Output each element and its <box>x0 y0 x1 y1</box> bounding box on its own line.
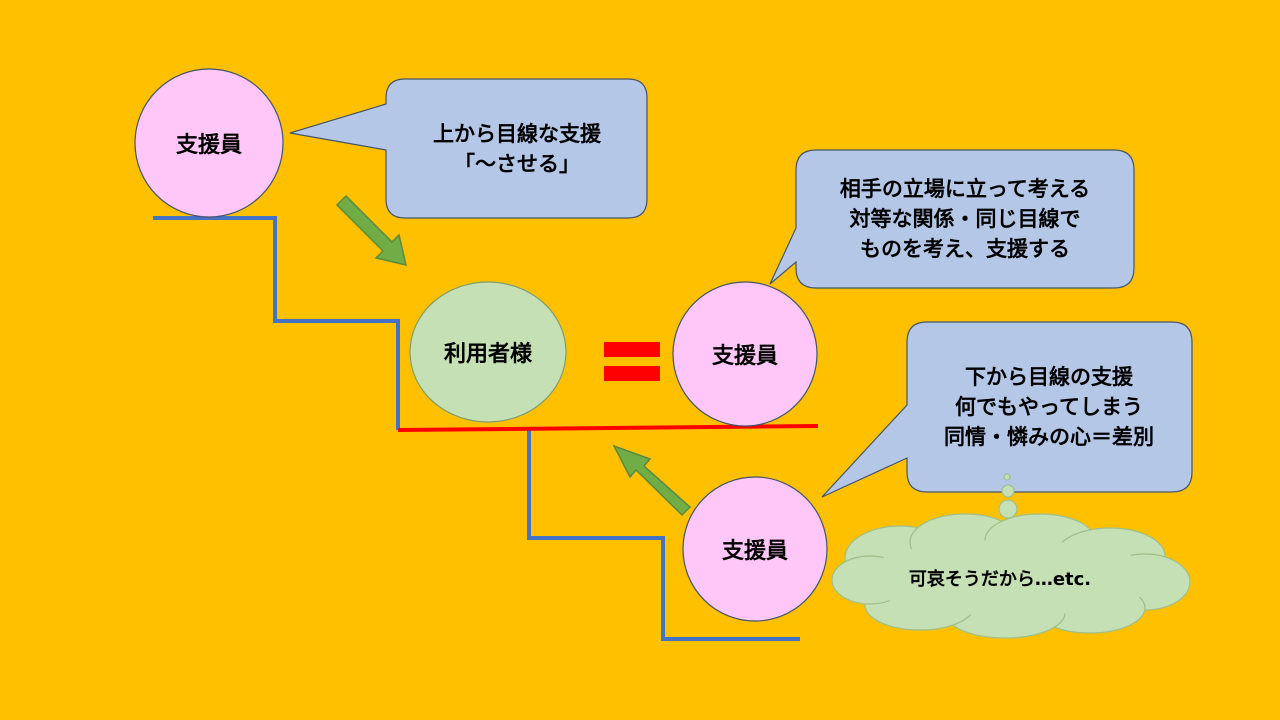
speech-bubble-bottom-up <box>821 321 1193 498</box>
speech-bubble-top-down <box>289 78 648 219</box>
user-ellipse <box>409 281 567 423</box>
arrow-up-left-icon <box>612 444 692 517</box>
bubble-text-top-down: 上から目線な支援 「～させる」 <box>433 122 601 176</box>
arrow-down-right-icon <box>335 194 408 267</box>
staff-label-middle: 支援員 <box>711 344 778 369</box>
equal-level-line <box>397 424 819 432</box>
staff-circle-top <box>134 68 284 218</box>
bubble-text-equal: 相手の立場に立って考える 対等な関係・同じ目線で ものを考え、支援する <box>839 177 1091 261</box>
bubble-text-bottom-up: 下から目線の支援 何でもやってしまう 同情・憐みの心＝差別 <box>944 365 1154 449</box>
staff-label-bottom: 支援員 <box>721 539 788 564</box>
speech-bubble-equal <box>769 149 1135 289</box>
equals-sign-top-bar <box>604 342 660 357</box>
equals-sign-bottom-bar <box>604 366 660 381</box>
staff-circle-bottom <box>682 476 828 622</box>
stair-line-lower <box>527 430 800 641</box>
thought-cloud <box>831 473 1191 639</box>
staff-label-top: 支援員 <box>175 133 242 158</box>
user-label: 利用者様 <box>443 342 532 367</box>
staff-circle-middle <box>672 281 818 427</box>
stair-line-upper <box>153 216 400 430</box>
thought-text: 可哀そうだから…etc. <box>908 569 1092 590</box>
